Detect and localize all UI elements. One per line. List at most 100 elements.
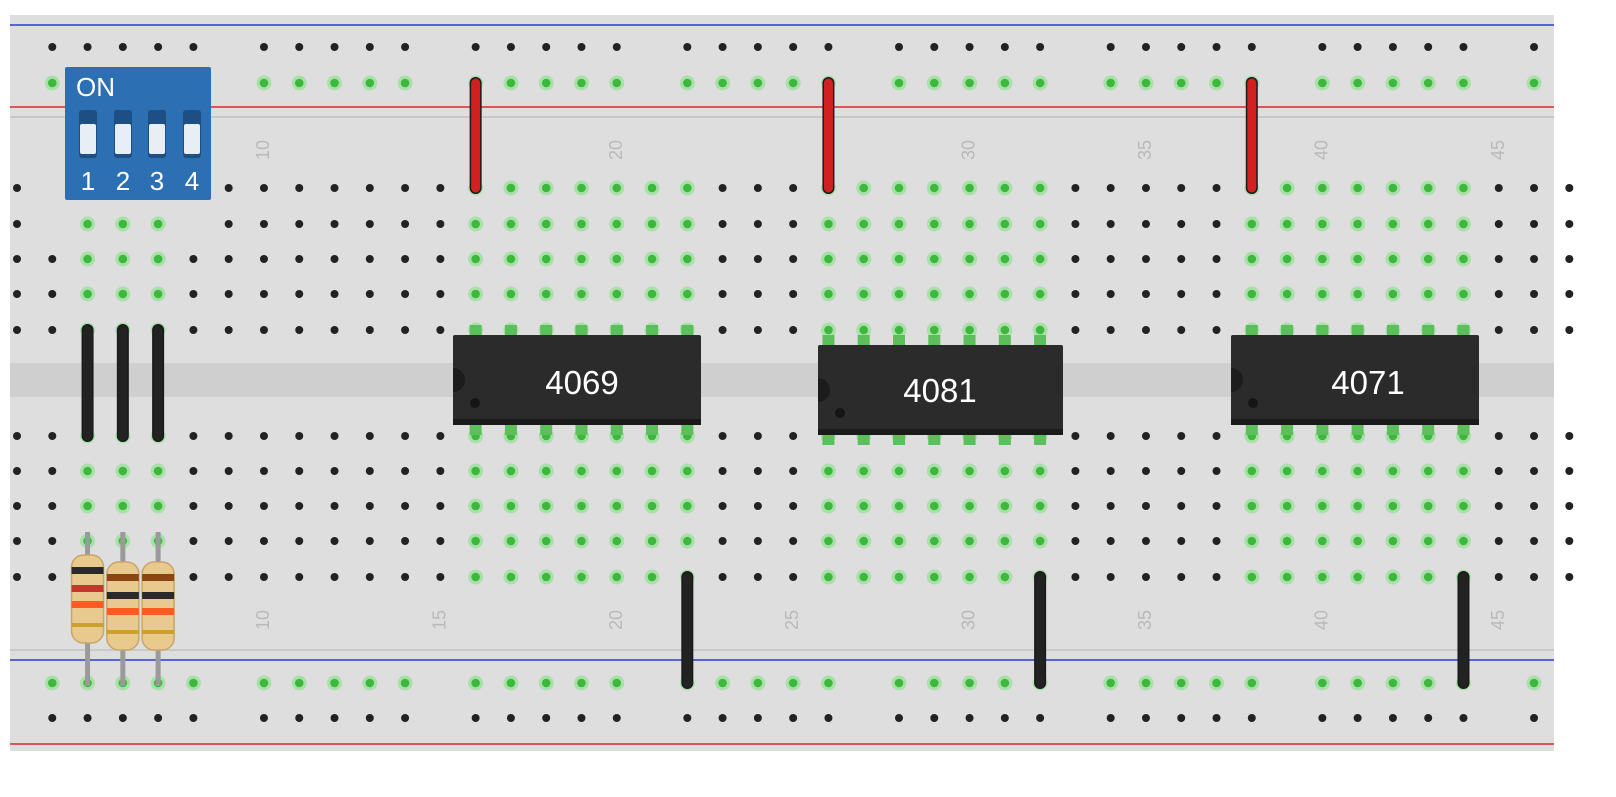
connected-hole — [1247, 289, 1257, 299]
hole — [259, 43, 268, 51]
chip-pin — [1034, 433, 1047, 445]
hole — [824, 43, 833, 51]
chip-pin — [540, 325, 553, 337]
hole — [436, 326, 445, 334]
connected-hole — [1423, 289, 1433, 299]
hole — [189, 467, 198, 475]
connected-hole — [153, 501, 163, 511]
hole — [1177, 184, 1186, 192]
hole — [789, 43, 798, 51]
hole — [189, 326, 198, 334]
hole — [895, 43, 903, 51]
connected-hole — [647, 289, 657, 299]
connected-hole — [1318, 219, 1327, 229]
hole — [930, 43, 939, 51]
connected-hole — [718, 78, 727, 88]
connected-hole — [1035, 254, 1045, 264]
hole — [401, 220, 410, 228]
chip-pin — [1245, 325, 1258, 337]
hole — [295, 432, 304, 440]
hole — [1071, 326, 1080, 334]
resistor-body — [106, 561, 140, 651]
connected-hole — [118, 501, 128, 511]
hole — [436, 432, 445, 440]
connected-hole — [859, 183, 869, 193]
hole — [13, 255, 21, 263]
connected-hole — [1141, 78, 1151, 88]
connected-hole — [753, 78, 763, 88]
connected-hole — [612, 219, 622, 229]
dip-switch-body — [65, 67, 211, 200]
hole — [1530, 255, 1539, 263]
hole — [365, 255, 374, 263]
connected-hole — [1212, 678, 1221, 688]
connected-hole — [965, 78, 974, 88]
hole — [718, 184, 727, 192]
connected-hole — [83, 466, 92, 476]
dip-switch-toggle — [184, 124, 200, 154]
connected-hole — [541, 183, 551, 193]
hole — [753, 290, 762, 298]
connected-hole — [471, 219, 480, 229]
dip-switch-toggle — [115, 124, 131, 154]
connected-hole — [824, 219, 833, 229]
hole — [542, 43, 551, 51]
resistor-band — [71, 585, 104, 592]
hole — [1530, 467, 1539, 475]
hole — [401, 326, 410, 334]
connected-hole — [894, 254, 904, 264]
connected-hole — [1388, 219, 1398, 229]
hole — [48, 43, 57, 51]
hole — [1177, 43, 1186, 51]
hole — [1565, 537, 1574, 545]
connected-hole — [1035, 536, 1045, 546]
hole — [13, 502, 21, 510]
hole — [789, 184, 798, 192]
hole — [1141, 220, 1150, 228]
connected-hole — [965, 572, 974, 582]
connected-hole — [824, 678, 833, 688]
hole — [259, 290, 268, 298]
hole — [224, 255, 233, 263]
connected-hole — [1353, 254, 1362, 264]
connected-hole — [965, 678, 974, 688]
chip-pin1-dot — [835, 408, 845, 418]
hole — [118, 714, 127, 722]
connected-hole — [1459, 536, 1468, 546]
hole — [1177, 573, 1186, 581]
connected-hole — [1353, 501, 1362, 511]
chip-pin — [1034, 335, 1047, 347]
hole — [1177, 714, 1186, 722]
hole — [789, 326, 798, 334]
hole — [259, 220, 268, 228]
connected-hole — [859, 501, 869, 511]
connected-hole — [894, 572, 904, 582]
connected-hole — [965, 254, 974, 264]
connected-hole — [506, 536, 516, 546]
connected-hole — [83, 501, 92, 511]
connected-hole — [965, 536, 974, 546]
connected-hole — [683, 501, 692, 511]
hole — [1212, 290, 1221, 298]
hole — [224, 290, 233, 298]
column-number-bottom: 10 — [253, 610, 273, 630]
connected-hole — [683, 78, 692, 88]
hole — [48, 573, 57, 581]
hole — [1071, 573, 1080, 581]
connected-hole — [929, 254, 939, 264]
hole — [436, 467, 445, 475]
hole — [683, 714, 692, 722]
hole — [1141, 43, 1150, 51]
connected-hole — [1353, 678, 1362, 688]
connected-hole — [577, 78, 586, 88]
hole — [295, 714, 304, 722]
connected-hole — [683, 289, 692, 299]
hole — [436, 255, 445, 263]
connected-hole — [718, 678, 727, 688]
hole — [118, 43, 127, 51]
connected-hole — [506, 678, 516, 688]
connected-hole — [612, 678, 622, 688]
connected-hole — [1388, 78, 1398, 88]
connected-hole — [929, 183, 939, 193]
resistor-body — [141, 561, 175, 651]
